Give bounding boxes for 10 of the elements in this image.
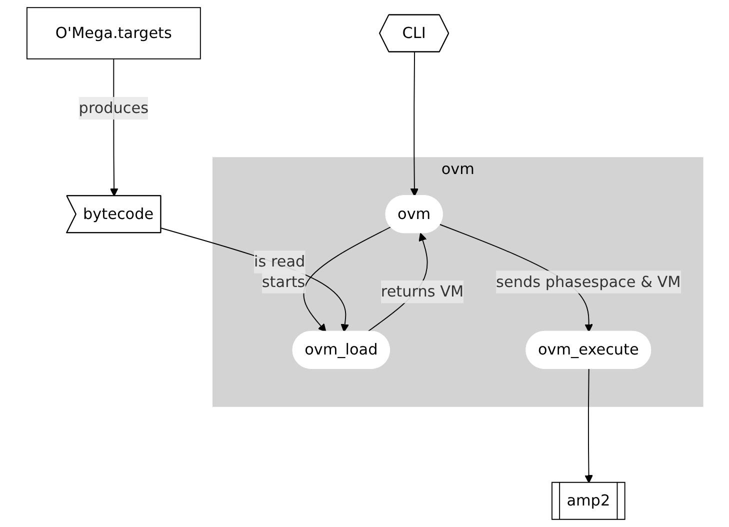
arrow	[410, 52, 418, 196]
arrow	[160, 228, 349, 332]
edge-label: starts	[261, 272, 305, 291]
edge-label: is read	[254, 252, 305, 271]
arrow	[302, 226, 391, 332]
arrow	[584, 368, 593, 484]
node-box: O'Mega.targets	[26, 7, 200, 60]
edge-label: produces	[78, 98, 148, 117]
edge-label: sends phasespace & VM	[496, 272, 680, 291]
edge-label: returns VM	[380, 282, 464, 300]
